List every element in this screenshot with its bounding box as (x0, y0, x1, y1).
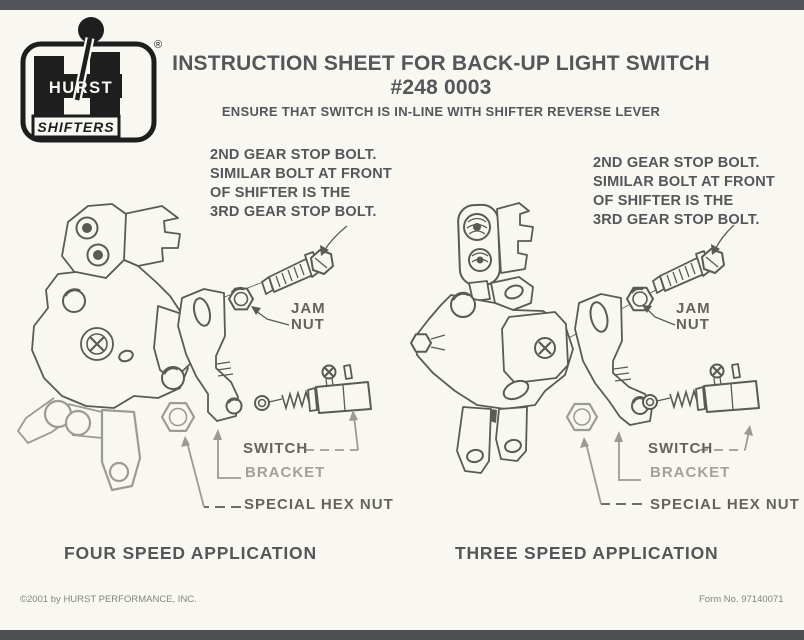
right-special-hex-nut-label: SPECIAL HEX NUT (650, 496, 800, 513)
left-gear-stop-bolt-note: 2ND GEAR STOP BOLT. SIMILAR BOLT AT FRON… (210, 146, 392, 222)
note-line: 3RD GEAR STOP BOLT. (210, 204, 377, 220)
bracket-leader-line (618, 437, 641, 481)
bottom-straps (456, 406, 528, 474)
jam-nut-part (228, 286, 254, 311)
special-hex-nut-leader-arrow (580, 437, 589, 448)
jam-nut-leader-line (255, 310, 290, 326)
hurst-shifters-logo: HURST SHIFTERS ® (20, 17, 162, 143)
right-jam-nut-label: JAM NUT (676, 301, 711, 333)
note-line: 2ND GEAR STOP BOLT. (593, 155, 760, 171)
left-switch-label: SWITCH (243, 440, 309, 457)
bracket-leader-arrow (213, 429, 222, 440)
upper-lobe-slot (504, 284, 524, 300)
phillips-screw-icon (89, 336, 105, 352)
top-border-band (0, 0, 804, 10)
stop-bolt-part (652, 248, 725, 294)
bolt-leader-arrow (320, 245, 329, 256)
switch-leader-arrow (744, 425, 753, 436)
jam-nut-leader-line (646, 308, 676, 326)
side-hex-bolt (410, 333, 432, 353)
logo-brand-text: HURST (49, 79, 113, 97)
note-line: 3RD GEAR STOP BOLT. (593, 212, 760, 228)
note-line: OF SHIFTER IS THE (593, 193, 734, 209)
plate-bolt-head (93, 250, 103, 260)
right-switch-label: SWITCH (648, 440, 714, 457)
switch-part (642, 363, 760, 413)
logo-shifters-box (31, 114, 121, 139)
note-line: SIMILAR BOLT AT FRONT (210, 166, 392, 182)
label-line: JAM (291, 300, 326, 317)
phillips-screw-icon (538, 341, 552, 355)
stop-plate (123, 205, 181, 267)
note-line: 2ND GEAR STOP BOLT. (210, 147, 377, 163)
label-line: NUT (291, 316, 325, 333)
header-block: INSTRUCTION SHEET FOR BACK-UP LIGHT SWIT… (146, 52, 736, 119)
special-hex-nut-leader-line (186, 441, 205, 508)
four-speed-caption: FOUR SPEED APPLICATION (64, 543, 317, 563)
body-slot (118, 349, 134, 363)
spring-bolt-housing (457, 202, 534, 302)
bolt-leader-line (714, 224, 735, 251)
note-line: SIMILAR BOLT AT FRONT (593, 174, 775, 190)
bolt-leader-line (323, 225, 348, 252)
label-line: JAM (676, 300, 711, 317)
label-line: NUT (676, 316, 710, 333)
four-speed-diagram (16, 203, 372, 508)
special-hex-nut-leader-arrow (181, 436, 190, 447)
left-special-hex-nut-label: SPECIAL HEX NUT (244, 496, 394, 513)
bracket-part (177, 288, 243, 422)
lower-linkage (16, 397, 142, 492)
special-hex-nut-part (565, 402, 599, 432)
bottom-border-band (0, 630, 804, 640)
special-hex-nut-part (160, 402, 196, 432)
copyright-text: ©2001 by HURST PERFORMANCE, INC. (20, 594, 197, 605)
page-subtitle: ENSURE THAT SWITCH IS IN-LINE WITH SHIFT… (221, 104, 661, 119)
pivot-screw-inner (86, 333, 108, 355)
stop-bolt-part (261, 249, 334, 295)
body-hole-shadow (451, 291, 470, 301)
jam-nut-leader-arrow (251, 306, 261, 315)
bracket-part (574, 293, 653, 426)
right-gear-stop-bolt-note: 2ND GEAR STOP BOLT. SIMILAR BOLT AT FRON… (593, 154, 775, 230)
three-speed-diagram (410, 202, 760, 505)
bracket-leader-arrow (614, 431, 623, 442)
page-title: INSTRUCTION SHEET FOR BACK-UP LIGHT SWIT… (172, 52, 710, 75)
registered-mark: ® (154, 39, 162, 51)
note-line: OF SHIFTER IS THE (210, 185, 351, 201)
body-slot (502, 379, 530, 401)
form-number: Form No. 97140071 (699, 594, 784, 605)
bolt-leader-arrow (711, 244, 720, 255)
part-number: #248 0003 (390, 76, 492, 99)
shifter-stick-core-icon (74, 37, 93, 101)
bracket-leader-line (217, 435, 241, 479)
body-hole-shadow (63, 288, 81, 297)
switch-part (254, 364, 372, 414)
shifter-ball-icon (78, 17, 104, 43)
plate-bolt-head (82, 223, 92, 233)
left-bracket-label: BRACKET (245, 464, 326, 481)
special-hex-nut-leader-line (585, 442, 602, 505)
three-speed-caption: THREE SPEED APPLICATION (455, 543, 719, 563)
logo-subbrand-text: SHIFTERS (37, 119, 114, 135)
lobe-hole-shadow (162, 366, 179, 375)
right-bracket-label: BRACKET (650, 464, 731, 481)
switch-leader-arrow (349, 410, 358, 421)
left-jam-nut-label: JAM NUT (291, 301, 326, 333)
side-hex-stem (430, 334, 446, 351)
jam-nut-leader-arrow (642, 305, 652, 313)
switch-leader-line (353, 415, 359, 451)
